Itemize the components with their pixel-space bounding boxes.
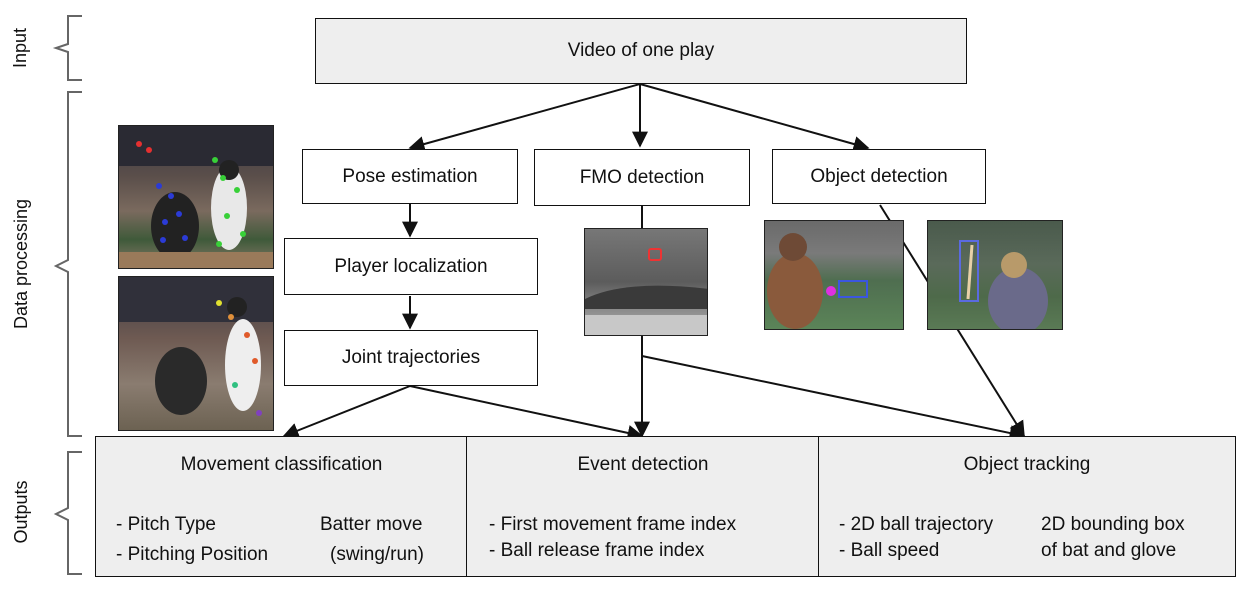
- pitching-position-line: - Pitching Position: [116, 544, 269, 565]
- fmo-detection-box: FMO detection: [534, 149, 750, 206]
- arrow-joints-event: [409, 385, 644, 441]
- joint-trajectories-box: Joint trajectories: [284, 330, 538, 386]
- stage-label-outputs: Outputs: [11, 480, 31, 544]
- stage-label-input: Input: [10, 27, 30, 69]
- fmo-detection-photo: [584, 228, 708, 336]
- first-movement-line: - First movement frame index: [489, 514, 737, 535]
- pose-keypoints-1: [119, 126, 273, 268]
- pose-estimation-box: Pose estimation: [302, 149, 518, 204]
- pitch-type-line: - Pitch Type: [116, 514, 216, 535]
- object-detection-photo-catcher: [764, 220, 904, 330]
- player-localization-box: Player localization: [284, 238, 538, 295]
- object-detection-photo-batter: [927, 220, 1063, 330]
- movement-classification-right-cell: Batter move (swing/run): [306, 493, 468, 577]
- bat-glove-line: of bat and glove: [1041, 540, 1177, 561]
- movement-classification-header: Movement classification: [95, 436, 468, 494]
- movement-classification-left-cell: - Pitch Type - Pitching Position: [95, 493, 307, 577]
- arrow-video-object: [639, 83, 870, 152]
- event-detection-cell: - First movement frame index - Ball rele…: [466, 493, 820, 577]
- input-bracket: [52, 15, 82, 81]
- ball-trajectory-line: - 2D ball trajectory: [839, 514, 994, 535]
- pose-keypoints-2: [119, 277, 273, 416]
- arrow-fmo-tracking: [641, 355, 1026, 441]
- arrow-joints-movement: [282, 385, 411, 439]
- stage-label-processing: Data processing: [11, 198, 31, 330]
- batter-move-line: Batter move: [320, 514, 423, 535]
- processing-bracket: [53, 91, 82, 437]
- object-tracking-right-cell: 2D bounding box of bat and glove: [1027, 493, 1236, 577]
- event-detection-header: Event detection: [466, 436, 820, 494]
- pose-estimation-photo-1: [118, 125, 274, 269]
- swing-run-line: (swing/run): [330, 544, 424, 565]
- object-detection-box: Object detection: [772, 149, 986, 204]
- video-input-box: Video of one play: [315, 18, 967, 84]
- bat-bounding-box: [959, 240, 1048, 329]
- object-tracking-header: Object tracking: [818, 436, 1236, 494]
- pose-estimation-photo-2: [118, 276, 274, 431]
- bounding-box-line: 2D bounding box: [1041, 514, 1185, 535]
- object-tracking-left-cell: - 2D ball trajectory - Ball speed: [818, 493, 1028, 577]
- ball-release-line: - Ball release frame index: [489, 540, 705, 561]
- outputs-bracket: [53, 451, 82, 575]
- ball-speed-line: - Ball speed: [839, 540, 940, 561]
- glove-bounding-box: [767, 233, 868, 329]
- fmo-ball-marker: [585, 248, 707, 335]
- arrow-video-pose: [408, 83, 641, 152]
